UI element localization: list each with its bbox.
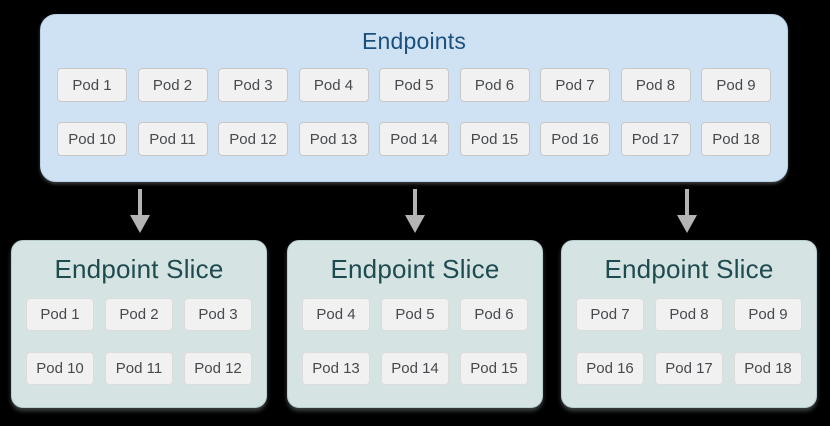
slice-1-pod-row-1: Pod 1 Pod 2 Pod 3 (26, 298, 252, 331)
pod-chip: Pod 1 (57, 68, 127, 102)
arrow-head (677, 215, 697, 233)
down-arrow-icon (404, 189, 426, 233)
pod-chip: Pod 16 (576, 352, 644, 385)
pod-chip: Pod 1 (26, 298, 94, 331)
pod-chip: Pod 18 (734, 352, 802, 385)
pod-chip: Pod 5 (381, 298, 449, 331)
endpoint-slice-title: Endpoint Slice (604, 254, 774, 284)
pod-chip: Pod 7 (576, 298, 644, 331)
endpoints-pod-row-1: Pod 1 Pod 2 Pod 3 Pod 4 Pod 5 Pod 6 Pod 7 Pod 8… (57, 68, 771, 102)
pod-chip: Pod 8 (620, 68, 691, 102)
pod-chip: Pod 9 (701, 68, 771, 102)
slice-2-pod-row-2: Pod 13 Pod 14 Pod 15 (302, 352, 528, 385)
pod-chip: Pod 2 (137, 68, 208, 102)
pod-chip: Pod 10 (57, 122, 127, 156)
pod-chip: Pod 13 (298, 122, 369, 156)
endpoint-slice-title: Endpoint Slice (330, 254, 500, 284)
arrow-head (405, 215, 425, 233)
slice-3-pod-row-2: Pod 16 Pod 17 Pod 18 (576, 352, 802, 385)
pod-chip: Pod 3 (184, 298, 252, 331)
pod-chip: Pod 3 (218, 68, 288, 102)
pod-chip: Pod 12 (184, 352, 252, 385)
down-arrow-icon (676, 189, 698, 233)
pod-chip: Pod 4 (298, 68, 369, 102)
pod-chip: Pod 15 (460, 352, 528, 385)
endpoint-slice-title: Endpoint Slice (54, 254, 224, 284)
pod-chip: Pod 11 (105, 352, 173, 385)
pod-chip: Pod 10 (26, 352, 94, 385)
pod-chip: Pod 17 (620, 122, 691, 156)
pod-chip: Pod 14 (381, 352, 449, 385)
slice-3-pod-row-1: Pod 7 Pod 8 Pod 9 (576, 298, 802, 331)
pod-chip: Pod 8 (655, 298, 723, 331)
pod-chip: Pod 4 (302, 298, 370, 331)
down-arrow-icon (129, 189, 151, 233)
arrow-stem (138, 189, 142, 215)
pod-chip: Pod 18 (701, 122, 771, 156)
pod-chip: Pod 17 (655, 352, 723, 385)
slice-2-pod-row-1: Pod 4 Pod 5 Pod 6 (302, 298, 528, 331)
pod-chip: Pod 16 (540, 122, 610, 156)
endpoints-box: Endpoints Pod 1 Pod 2 Pod 3 Pod 4 Pod 5 Pod 6… (40, 14, 788, 182)
endpoints-title: Endpoints (361, 28, 467, 54)
pod-chip: Pod 9 (734, 298, 802, 331)
pod-chip: Pod 14 (379, 122, 449, 156)
pod-chip: Pod 6 (459, 68, 530, 102)
pod-chip: Pod 7 (540, 68, 610, 102)
pod-chip: Pod 13 (302, 352, 370, 385)
pod-chip: Pod 12 (218, 122, 288, 156)
arrow-stem (413, 189, 417, 215)
slice-1-pod-row-2: Pod 10 Pod 11 Pod 12 (26, 352, 252, 385)
arrow-head (130, 215, 150, 233)
pod-chip: Pod 11 (137, 122, 208, 156)
pod-chip: Pod 6 (460, 298, 528, 331)
endpoints-pod-row-2: Pod 10 Pod 11 Pod 12 Pod 13 Pod 14 Pod 15 Pod … (57, 122, 771, 156)
arrow-stem (685, 189, 689, 215)
pod-chip: Pod 5 (379, 68, 449, 102)
pod-chip: Pod 15 (459, 122, 530, 156)
pod-chip: Pod 2 (105, 298, 173, 331)
